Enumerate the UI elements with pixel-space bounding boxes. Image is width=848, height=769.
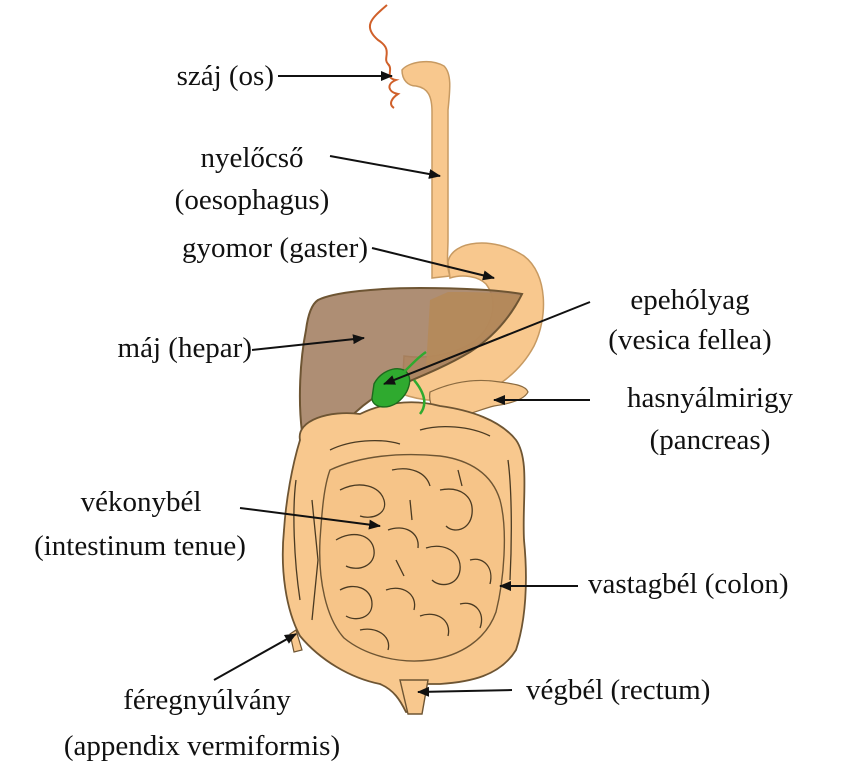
liver-stomach-overlap (426, 292, 520, 368)
label-rectum: végbél (rectum) (526, 674, 711, 706)
label-mouth: száj (os) (176, 60, 274, 92)
label-esophagus-line1: nyelőcső (200, 142, 304, 174)
label-appendix-line1: féregnyúlvány (123, 684, 291, 716)
arrow-liver (251, 334, 365, 351)
small-intestine-shape (319, 453, 506, 662)
arrow-esophagus (329, 155, 441, 179)
label-pancreas-line1: hasnyálmirigy (627, 382, 793, 414)
arrow-gallbladder (383, 301, 591, 385)
label-gallbladder-line2: (vesica fellea) (608, 324, 772, 356)
arrow-small-intestine (239, 507, 381, 530)
label-pancreas-line2: (pancreas) (649, 424, 771, 456)
leader-arrows (213, 71, 591, 697)
lips-outline (368, 4, 401, 109)
arrow-appendix (213, 633, 297, 681)
arrow-rectum (417, 686, 513, 697)
intestine-folds (293, 426, 512, 651)
label-esophagus-line2: (oesophagus) (174, 184, 330, 216)
label-colon: vastagbél (colon) (588, 568, 789, 600)
label-small-intestine-line2: (intestinum tenue) (34, 530, 246, 562)
label-stomach: gyomor (gaster) (181, 232, 368, 264)
label-gallbladder-line1: epehólyag (630, 284, 750, 316)
label-small-intestine-line1: vékonybél (80, 486, 202, 518)
label-appendix-line2: (appendix vermiformis) (63, 730, 341, 762)
bile-duct (403, 350, 427, 415)
label-liver: máj (hepar) (117, 332, 252, 364)
arrow-stomach (371, 247, 495, 281)
